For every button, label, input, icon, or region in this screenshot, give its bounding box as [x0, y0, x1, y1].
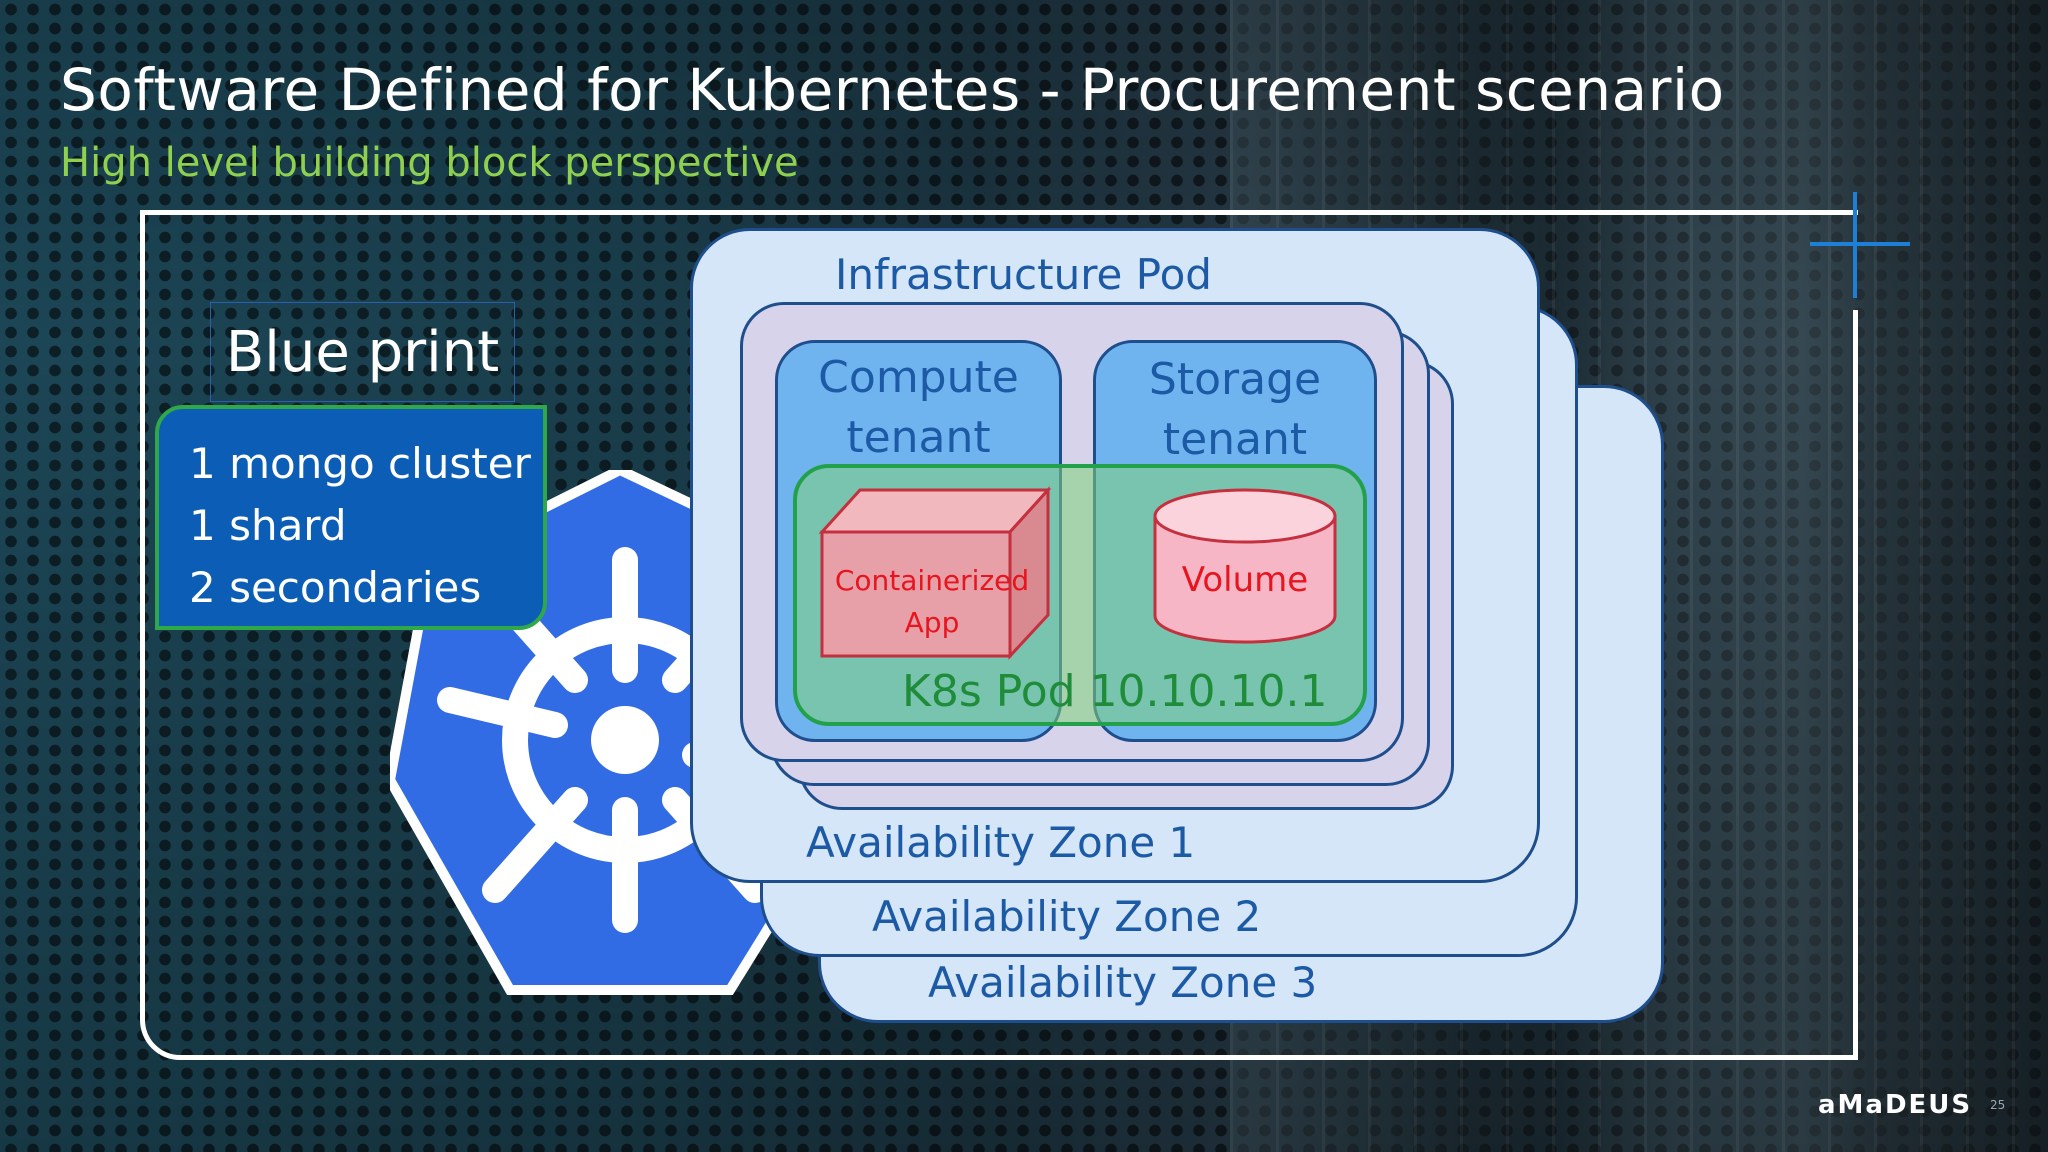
outer-frame: [140, 210, 1858, 1060]
cross-accent-vertical: [1853, 192, 1857, 298]
slide-subtitle: High level building block perspective: [60, 140, 799, 186]
availability-zone-2-label: Availability Zone 2: [872, 892, 1262, 941]
blueprint-line-cluster: 1 mongo cluster: [189, 439, 531, 488]
blueprint-box: 1 mongo cluster 1 shard 2 secondaries: [155, 405, 547, 630]
availability-zone-3-label: Availability Zone 3: [928, 958, 1318, 1007]
cube-icon: [818, 486, 1052, 660]
containerized-app-label: Containerized App: [834, 564, 1030, 639]
storage-tenant-label: Storage tenant: [1148, 354, 1322, 465]
slide-title: Software Defined for Kubernetes - Procur…: [60, 56, 1725, 124]
availability-zone-1-label: Availability Zone 1: [806, 818, 1196, 867]
compute-tenant-label: Compute tenant: [818, 352, 1019, 463]
infrastructure-pod-label: Infrastructure Pod: [835, 250, 1212, 299]
amadeus-logo: aMaDEUS: [1818, 1090, 1973, 1120]
volume-label: Volume: [1181, 560, 1309, 600]
outer-frame-right-edge: [1853, 310, 1858, 1060]
blueprint-line-shard: 1 shard: [189, 501, 347, 550]
cross-accent-icon: [1810, 242, 1910, 246]
k8s-pod-label: K8s Pod 10.10.10.1: [902, 666, 1328, 717]
cylinder-icon: [1153, 488, 1337, 644]
page-number: 25: [1990, 1098, 2006, 1112]
blueprint-line-secondaries: 2 secondaries: [189, 563, 482, 612]
blueprint-title: Blue print: [210, 302, 515, 402]
